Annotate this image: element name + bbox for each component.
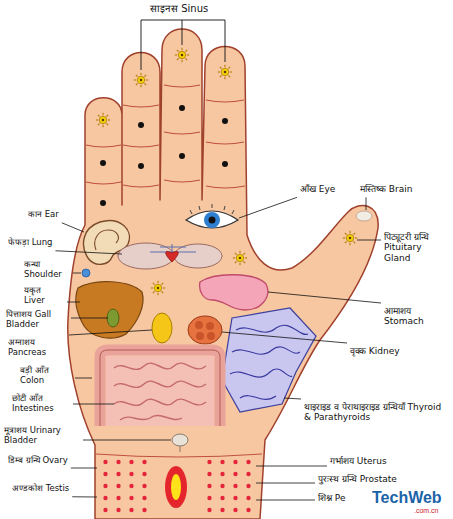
leader-line [239,197,297,218]
organ-label: अग्नाशय Pancreas [8,338,66,358]
kidney [188,316,222,344]
wrist-points-right [202,456,254,516]
organ-label: आमाशय Stomach [384,306,450,327]
shoulder-point [82,269,90,277]
stomach [200,275,268,310]
organ-label: आँख Eye [300,184,335,194]
organ-label: गर्भाशय Uterus [330,456,387,466]
organ-label: पिट्यूटरी ग्रन्थि Pituitary Gland [384,232,450,263]
organ-label: वृक्क Kidney [350,346,400,356]
pancreas [152,313,172,343]
leader-line [256,483,315,484]
leader-line [357,240,381,241]
leader-line [268,292,381,303]
urinary-bladder [172,434,188,452]
leader-line [71,318,108,319]
leader-line [73,273,81,274]
organ-label: छोटी आँत Intestines [12,394,70,414]
organ-label: पित्ताशय Gall Bladder [6,310,68,330]
organ-label: कन्धा Shoulder [24,260,70,280]
leader-line [69,330,152,335]
leader-line [256,500,315,501]
eye [186,204,238,228]
organ-label: पुरःस्थ ग्रन्थि Prostate [318,474,397,484]
leader-line [73,404,114,405]
leader-line [284,398,301,399]
lung [118,243,222,269]
organ-label: कान Ear [28,210,59,220]
finger-dots [100,105,228,206]
leader-line [71,468,97,469]
finger-creases [86,85,245,188]
liver [76,282,143,339]
organ-label: अण्डकोश Testis [12,484,69,494]
leader-line [222,332,347,343]
watermark: .com.cn [414,507,439,515]
reflex-points [96,48,357,295]
organ-label: थाइराइड व पेराथाइराइड ग्रन्थियाँ Thyroid… [304,402,446,423]
wrist-points-left [99,456,151,516]
watermark: TechWeb [372,489,442,507]
organ-label: डिम्ब ग्रन्थि Ovary [8,456,68,466]
leader-line [75,378,92,379]
organ-label: मस्तिष्क Brain [360,184,412,194]
sinus-bracket [141,20,225,70]
hand-outline [68,29,378,519]
colon-intestines [100,350,220,426]
leader-line [366,197,367,210]
leader-line [72,496,97,497]
leader-line [67,302,80,303]
leader-line [256,466,327,467]
organ-label: मूत्राशय Urinary Bladder [4,426,80,446]
leader-line [83,440,171,441]
brain [356,211,372,221]
thyroid [222,308,316,412]
sinus-label: साइनस Sinus [150,3,208,15]
organ-label: बड़ी आँत Colon [20,366,72,386]
organ-label: फेफड़ा Lung [8,238,52,248]
leader-lines [55,197,381,500]
organ-label: शिश्न Pe [318,493,346,503]
leader-line [55,251,122,254]
leader-line [62,223,84,232]
wrist-center-point [165,466,187,508]
organ-label: यकृत Liver [24,286,64,306]
